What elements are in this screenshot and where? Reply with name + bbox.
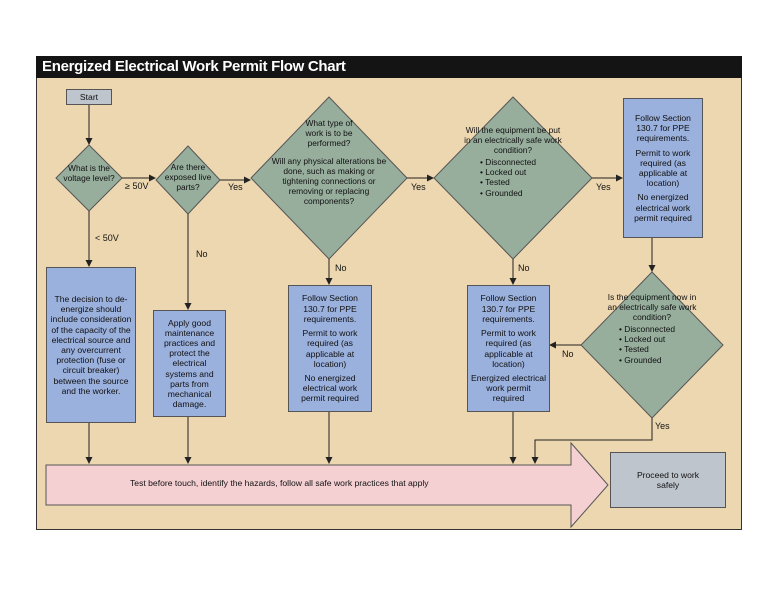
condition-item: Tested: [619, 344, 699, 354]
label-no: No: [196, 249, 208, 259]
proceed-box: Proceed to work safely: [610, 452, 726, 508]
title-bar: [36, 56, 742, 78]
chart-title: Energized Electrical Work Permit Flow Ch…: [42, 58, 346, 75]
condition-item: Tested: [480, 177, 562, 187]
box-line: No energized electrical work permit requ…: [634, 192, 692, 223]
box-line: No energized electrical work permit requ…: [301, 372, 359, 404]
box-line: Permit to work required (as applicable a…: [302, 328, 358, 369]
label-yes: Yes: [411, 182, 426, 192]
label-lt50: < 50V: [95, 233, 119, 243]
label-yes: Yes: [228, 182, 243, 192]
label-ge50: ≥ 50V: [125, 181, 149, 191]
exposed-question: Are there exposed live parts?: [164, 162, 212, 192]
now-safe-list: Disconnected Locked out Tested Grounded: [619, 324, 699, 365]
start-node: Start: [66, 89, 112, 105]
label-yes: Yes: [655, 421, 670, 431]
label-yes: Yes: [596, 182, 611, 192]
process-arrow-text: Test before touch, identify the hazards,…: [130, 478, 429, 488]
box-line: Follow Section 130.7 for PPE requirement…: [302, 293, 358, 324]
voltage-question: What is the voltage level?: [63, 163, 115, 183]
condition-item: Disconnected: [480, 157, 562, 167]
ppe-box-top-right: Follow Section 130.7 for PPE requirement…: [623, 98, 703, 238]
now-safe-text: Is the equipment now in an electrically …: [607, 292, 697, 322]
label-no: No: [562, 349, 574, 359]
safe-condition-question: Will the equipment be put in an electric…: [464, 125, 562, 198]
label-no: No: [335, 263, 347, 273]
ppe-box-middle: Follow Section 130.7 for PPE requirement…: [288, 285, 372, 412]
process-arrow: [45, 441, 609, 529]
box-line: Follow Section 130.7 for PPE requirement…: [635, 112, 691, 144]
maintenance-box: Apply good maintenance practices and pro…: [153, 310, 226, 417]
deenergize-box: The decision to de-energize should inclu…: [46, 267, 136, 423]
label-no: No: [518, 263, 530, 273]
safe-condition-text: Will the equipment be put in an electric…: [464, 125, 562, 155]
condition-item: Locked out: [619, 334, 699, 344]
condition-item: Locked out: [480, 167, 562, 177]
box-line: Permit to work required (as applicable a…: [635, 147, 691, 189]
condition-item: Grounded: [619, 355, 699, 365]
ppe-box-energized: Follow Section 130.7 for PPE requirement…: [467, 285, 550, 412]
box-line: Energized electrical work permit require…: [471, 372, 546, 404]
alterations-question: Will any physical alterations be done, s…: [271, 156, 387, 206]
box-line: Follow Section 130.7 for PPE requirement…: [480, 293, 537, 324]
condition-item: Disconnected: [619, 324, 699, 334]
condition-item: Grounded: [480, 188, 562, 198]
box-line: Permit to work required (as applicable a…: [481, 328, 536, 369]
safe-condition-list: Disconnected Locked out Tested Grounded: [480, 157, 562, 198]
now-safe-question: Is the equipment now in an electrically …: [605, 292, 699, 365]
worktype-question: What type of work is to be performed?: [305, 118, 353, 148]
